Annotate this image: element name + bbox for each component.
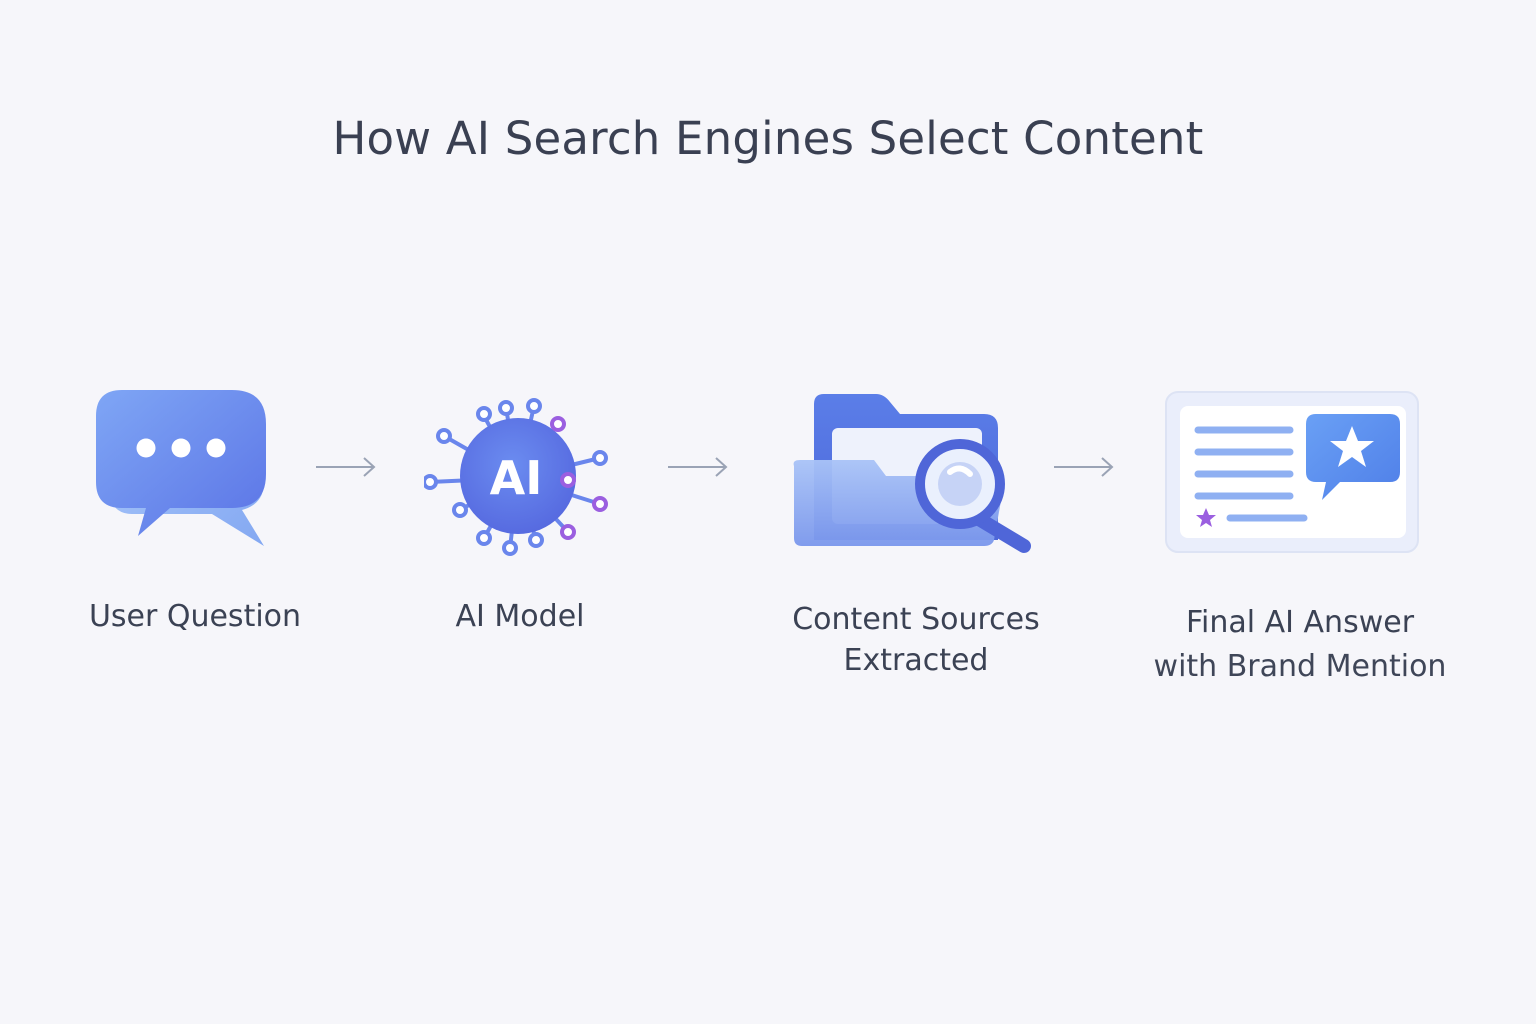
step-label-ai-model: AI Model: [455, 599, 585, 634]
step-label-line2: with Brand Mention: [1153, 649, 1447, 684]
chat-bubble-icon: [96, 390, 266, 546]
step-label-line1: Final AI Answer: [1185, 605, 1415, 640]
step-label-final-answer: Final AI Answer with Brand Mention: [1130, 602, 1470, 687]
arrow-right-icon: [316, 457, 376, 477]
ai-network-icon: AI: [424, 398, 608, 556]
answer-card-icon: [1165, 391, 1419, 553]
step-label-line1: Content Sources: [792, 602, 1040, 637]
folder-search-icon: [793, 394, 1031, 553]
arrow-right-icon: [1054, 457, 1114, 477]
step-label-line2: Extracted: [843, 643, 989, 678]
ai-icon-text: AI: [490, 451, 543, 505]
arrow-right-icon: [668, 457, 728, 477]
diagram-title: How AI Search Engines Select Content: [332, 112, 1204, 165]
step-label-content-sources: Content Sources Extracted: [756, 599, 1076, 681]
step-label-user-question: User Question: [88, 599, 302, 634]
